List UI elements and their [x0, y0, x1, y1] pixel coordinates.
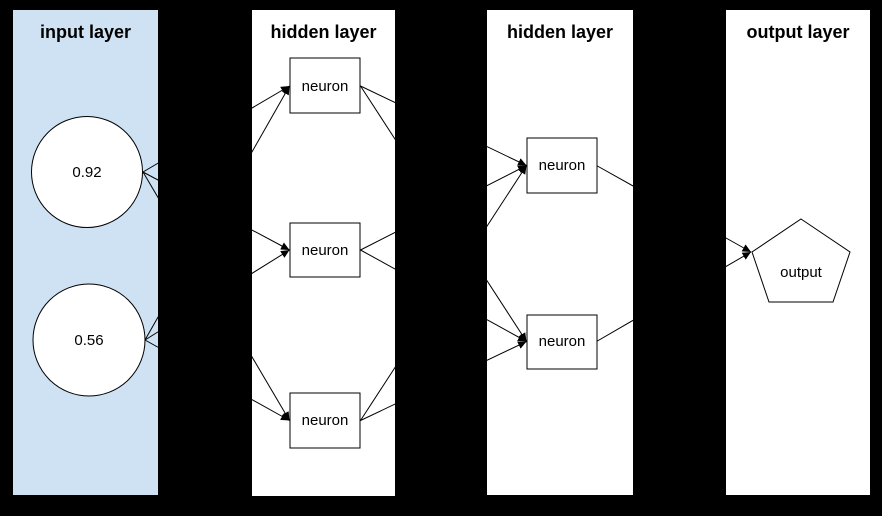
- hidden1-neuron-bottom[interactable]: [289, 392, 361, 449]
- connection-arrow: [360, 165, 527, 251]
- connection-arrow: [360, 85, 527, 342]
- input-layer-panel: [13, 10, 158, 495]
- hidden-layer-2-panel: [487, 10, 633, 495]
- hidden2-neuron-bottom-label: neuron: [539, 333, 586, 350]
- hidden1-neuron-top-label: neuron: [302, 78, 349, 95]
- connection-arrows: [142, 85, 752, 421]
- hidden2-neuron-bottom[interactable]: [526, 314, 598, 370]
- hidden-layer-2-title: hidden layer: [507, 22, 613, 42]
- hidden1-neuron-middle-label: neuron: [302, 242, 349, 259]
- input-layer-title: input layer: [40, 22, 131, 42]
- input-node-1-label: 0.92: [72, 164, 101, 181]
- hidden2-neuron-top[interactable]: [526, 137, 598, 194]
- connection-arrow: [360, 249, 527, 342]
- hidden1-neuron-top[interactable]: [289, 57, 361, 114]
- connection-arrow: [360, 165, 527, 421]
- connection-arrow: [142, 85, 290, 173]
- hidden2-neuron-top-label: neuron: [539, 157, 586, 174]
- input-node-1[interactable]: [31, 116, 143, 228]
- connection-arrow: [142, 171, 290, 421]
- connection-arrow: [360, 341, 527, 421]
- connection-arrow: [360, 85, 527, 166]
- connection-arrow: [144, 339, 290, 421]
- connection-arrow: [596, 251, 752, 342]
- input-node-2-label: 0.56: [74, 332, 103, 349]
- connection-arrow: [144, 85, 290, 341]
- output-layer-title: output layer: [746, 22, 849, 42]
- hidden1-neuron-middle[interactable]: [289, 222, 361, 278]
- connection-arrow: [596, 165, 752, 253]
- input-node-2[interactable]: [32, 283, 146, 397]
- hidden-layer-1-title: hidden layer: [270, 22, 376, 42]
- output-node-label: output: [780, 264, 823, 281]
- output-node[interactable]: [751, 218, 851, 303]
- connection-arrow: [142, 171, 290, 251]
- connection-arrow: [144, 249, 290, 341]
- hidden1-neuron-bottom-label: neuron: [302, 412, 349, 429]
